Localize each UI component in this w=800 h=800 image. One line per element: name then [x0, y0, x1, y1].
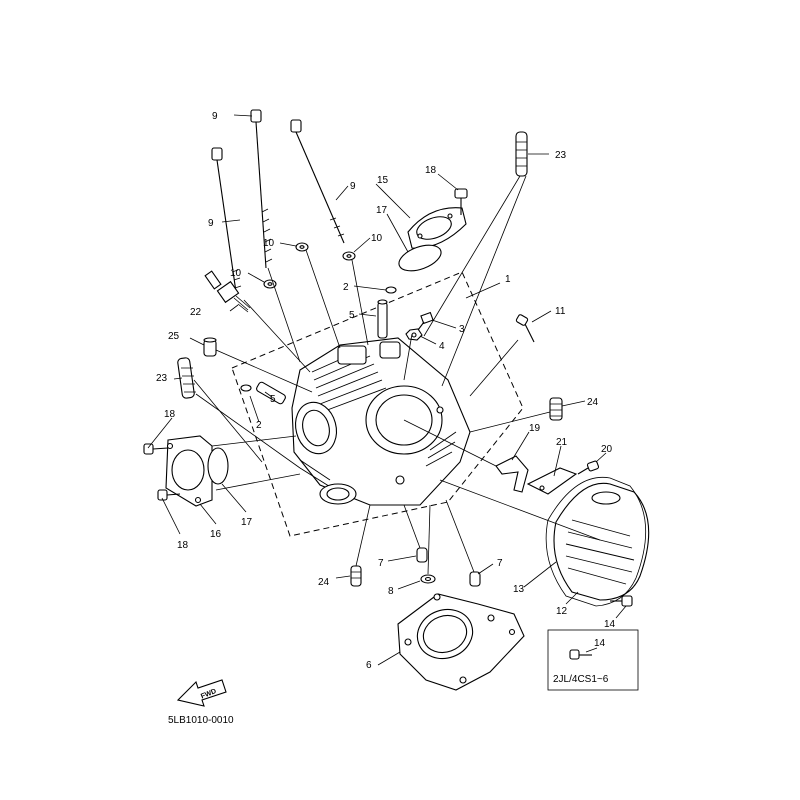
head-gasket-6: [397, 593, 525, 691]
dowel-7-left: [416, 547, 428, 563]
stud-23-lower: [177, 357, 196, 399]
washer-10b: [342, 251, 356, 261]
callout-9-left: 9: [208, 218, 214, 229]
washer-8: [420, 574, 436, 584]
inset-model-label: 2JL/4CS1~6: [553, 674, 609, 685]
callout-24-right: 24: [587, 397, 599, 408]
callout-4: 4: [439, 341, 445, 352]
cap-16-side: [165, 435, 213, 507]
callout-15: 15: [377, 175, 389, 186]
callout-16: 16: [210, 529, 222, 540]
callout-18-bottom: 18: [177, 540, 189, 551]
head-bolt-9c: [211, 147, 242, 293]
inset-part-number: 14: [594, 638, 606, 649]
callout-18-upper: 18: [425, 165, 437, 176]
stud-23-upper: [515, 131, 528, 177]
stud-24-lower: [350, 565, 362, 587]
callout-6: 6: [366, 660, 372, 671]
bolt-18-left-lower: [157, 489, 181, 501]
callout-9-right: 9: [350, 181, 356, 192]
bracket-19: [495, 455, 529, 493]
callout-5-upper: 5: [349, 310, 355, 321]
callout-7-left: 7: [378, 558, 384, 569]
callout-23-lower: 23: [156, 373, 168, 384]
o-ring-17-upper: [398, 244, 442, 272]
callout-20: 20: [601, 444, 613, 455]
washer-10c: [263, 279, 277, 289]
head-bolt-9b: [290, 119, 345, 244]
bolt-3: [417, 311, 434, 331]
callout-17-upper: 17: [376, 205, 388, 216]
callout-5-lower: 5: [270, 394, 276, 405]
inset-bolt-14: [569, 649, 592, 660]
nut-4: [405, 328, 423, 341]
plug-25: [203, 337, 217, 357]
callout-14: 14: [604, 619, 616, 630]
dowel-7-right: [469, 571, 481, 587]
callout-18-left: 18: [164, 409, 176, 420]
callout-10-a: 10: [263, 238, 275, 249]
gasket-13: [545, 476, 647, 607]
callout-22: 22: [190, 307, 202, 318]
callout-11: 11: [555, 306, 566, 317]
valve-guide-5-upper: [377, 299, 388, 339]
cylinder-head-1: [291, 337, 471, 506]
leader-lines: [147, 114, 627, 666]
callout-2-lower: 2: [256, 420, 262, 431]
callout-7-right: 7: [497, 558, 503, 569]
callout-12: 12: [556, 606, 568, 617]
callout-10-c: 10: [230, 268, 242, 279]
guide-21: [526, 467, 578, 495]
callout-13: 13: [513, 584, 525, 595]
callout-10-b: 10: [371, 233, 383, 244]
bolt-18-upper: [454, 188, 468, 215]
callout-1: 1: [505, 274, 511, 285]
screw-11: [515, 314, 535, 343]
head-cover-12: [553, 482, 650, 601]
callout-21: 21: [556, 437, 568, 448]
callout-23-upper: 23: [555, 150, 567, 161]
circlip-2-lower: [240, 384, 252, 392]
diagram-code: 5LB1010-0010: [168, 715, 234, 726]
o-ring-17-side: [207, 447, 229, 485]
spark-plug-22: [204, 270, 251, 313]
stud-24-right: [549, 397, 563, 421]
callout-8: 8: [388, 586, 394, 597]
circlip-2-upper: [385, 286, 397, 294]
callout-numbers: 1 2 2 3 4 5 5 6 7 7 8 9 9 9 10 10 10 11 …: [156, 111, 616, 671]
callout-19: 19: [529, 423, 541, 434]
callout-9-top: 9: [212, 111, 218, 122]
cap-15-upper: [407, 207, 467, 249]
variant-inset-box: 14 2JL/4CS1~6: [547, 629, 639, 691]
forward-direction-arrow: FWD: [176, 679, 227, 707]
bolt-14: [610, 595, 633, 607]
callout-24-lower: 24: [318, 577, 330, 588]
valve-guide-5-lower: [256, 381, 286, 405]
callout-2-upper: 2: [343, 282, 349, 293]
bolt-20: [577, 460, 600, 475]
washer-10a: [295, 242, 309, 252]
callout-17-lower: 17: [241, 517, 253, 528]
head-bolt-9a: [250, 109, 273, 269]
bolt-18-left-upper: [143, 443, 169, 455]
callout-25: 25: [168, 331, 180, 342]
callout-3: 3: [459, 324, 465, 335]
